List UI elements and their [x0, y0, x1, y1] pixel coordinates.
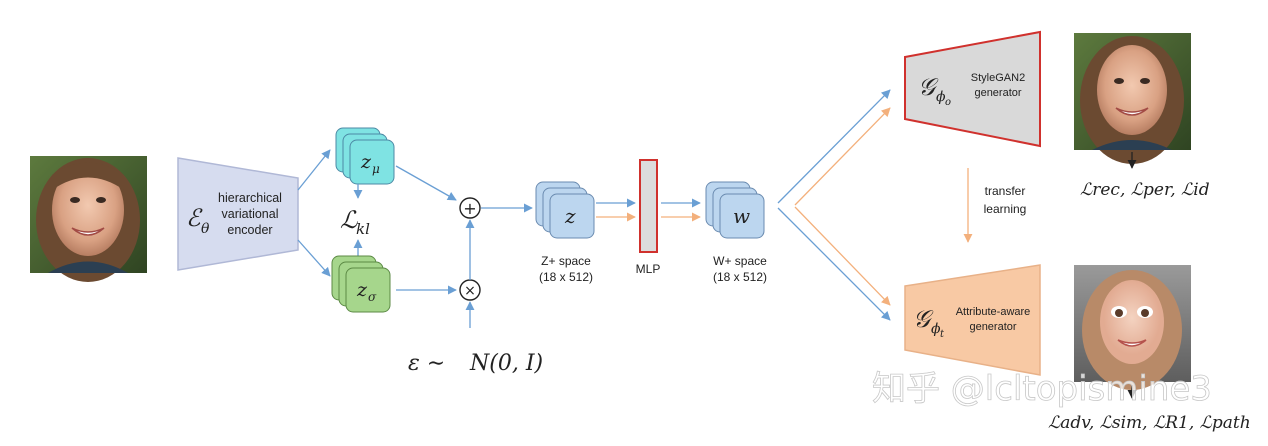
z-mu-stack: z μ	[335, 127, 395, 185]
w-space-stack: w	[705, 181, 765, 239]
z-space-dims: (18 x 512)	[539, 270, 593, 284]
kl-loss-symbol: ℒ	[340, 206, 358, 234]
generator-bottom: 𝒢 ϕ t Attribute-aware generator	[904, 264, 1041, 376]
w-space-label: W+ space	[713, 254, 767, 268]
encoder-label-line3: encoder	[227, 223, 272, 237]
generator-bottom-line1: Attribute-aware	[956, 306, 1031, 318]
generator-top: 𝒢 ϕ o StyleGAN2 generator	[904, 30, 1041, 148]
arrow-encoder-to-zmu	[297, 149, 331, 191]
z-space-stack: z	[535, 181, 595, 239]
mlp-label: MLP	[636, 262, 661, 276]
w-space-dims: (18 x 512)	[713, 270, 767, 284]
z-sigma-stack: z σ	[331, 255, 391, 313]
z-space-label: Z+ space	[541, 254, 591, 268]
encoder-label-line2: variational	[222, 207, 279, 221]
kl-loss-sub: kl	[356, 220, 370, 238]
z-sigma-symbol: z	[356, 279, 368, 301]
encoder-subscript: θ	[201, 221, 210, 237]
mlp-block	[639, 159, 658, 253]
transfer-label-line1: transfer	[985, 184, 1026, 198]
generator-bottom-symbol: 𝒢	[913, 305, 934, 333]
generator-bottom-line2: generator	[969, 321, 1016, 333]
plus-operator-symbol: +	[463, 199, 476, 218]
encoder-block: ℰ θ hierarchical variational encoder	[177, 157, 299, 271]
losses-top: ℒrec, ℒper, ℒid	[1080, 180, 1210, 200]
output-cartoon-photo	[1074, 265, 1191, 390]
generator-top-line1: StyleGAN2	[971, 72, 1025, 84]
output-face-photo	[1074, 33, 1191, 164]
transfer-label-line2: learning	[984, 202, 1027, 216]
generator-top-symbol: 𝒢	[918, 73, 939, 101]
arrow-wspace-to-gen-top-orange	[794, 107, 891, 206]
arrow-wspace-to-gen-top-blue	[777, 89, 891, 204]
generator-top-subsub: o	[945, 97, 951, 108]
z-space-symbol: z	[564, 204, 576, 228]
w-space-symbol: w	[733, 204, 750, 228]
times-operator-symbol: ×	[464, 283, 476, 299]
arrow-wspace-to-gen-bottom-blue	[777, 207, 891, 321]
encoder-symbol: ℰ	[186, 204, 203, 232]
generator-bottom-subsub: t	[940, 329, 945, 340]
encoder-label-line1: hierarchical	[218, 191, 282, 205]
z-mu-sub: μ	[372, 162, 380, 176]
watermark: 知乎 @lcltopismine3	[872, 369, 1212, 409]
z-mu-symbol: z	[360, 151, 372, 173]
generator-bottom-sub: ϕ	[931, 321, 941, 337]
generator-top-line2: generator	[974, 87, 1021, 99]
z-sigma-sub: σ	[368, 290, 377, 304]
arrow-encoder-to-zsigma	[297, 239, 331, 277]
input-face-photo	[30, 156, 147, 282]
arrow-zmu-to-plus	[395, 165, 457, 201]
generator-top-sub: ϕ	[936, 89, 946, 105]
arrow-wspace-to-gen-bottom-orange	[794, 206, 891, 306]
noise-distribution: N(0, I)	[469, 351, 543, 376]
times-operator: ×	[459, 279, 481, 301]
losses-bottom: ℒadv, ℒsim, ℒR1, ℒpath	[1048, 413, 1251, 433]
plus-operator: +	[459, 197, 481, 219]
noise-epsilon: ε ∼	[408, 351, 445, 376]
